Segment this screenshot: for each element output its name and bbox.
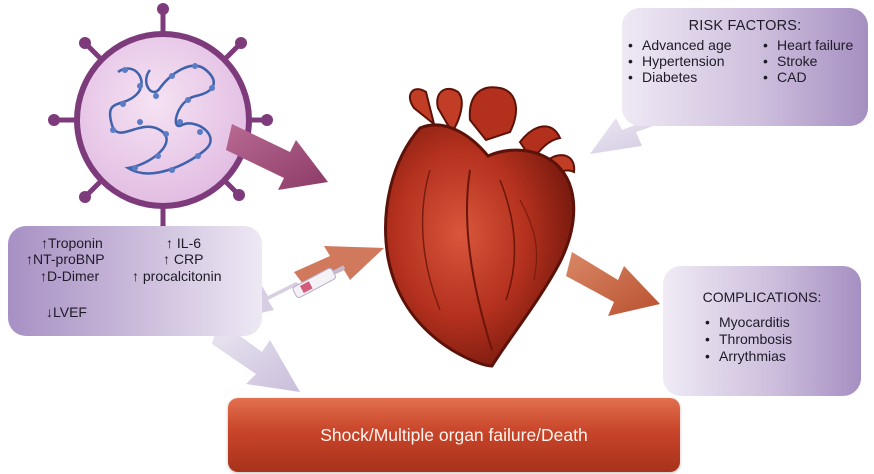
complication-item: Arrythmias xyxy=(705,348,792,365)
complications-box: COMPLICATIONS: Myocarditis Thrombosis Ar… xyxy=(663,266,861,396)
biomarker-crp: ↑ CRP xyxy=(163,251,203,267)
complication-item: Myocarditis xyxy=(705,314,792,331)
biomarker-ntprobnp: ↑NT-proBNP xyxy=(26,251,105,267)
complications-title: COMPLICATIONS: xyxy=(663,289,861,305)
heart-illustration xyxy=(386,87,575,366)
risk-factor-item: CAD xyxy=(763,69,853,85)
risk-factor-item: Advanced age xyxy=(628,37,732,53)
outcome-box: Shock/Multiple organ failure/Death xyxy=(228,398,680,472)
biomarkers-box: ↑Troponin ↑ IL-6 ↑NT-proBNP ↑ CRP ↑D-Dim… xyxy=(8,226,262,336)
risk-factors-list-left: Advanced age Hypertension Diabetes xyxy=(628,37,732,85)
complications-list: Myocarditis Thrombosis Arrythmias xyxy=(705,314,792,365)
risk-factors-list-right: Heart failure Stroke CAD xyxy=(763,37,853,85)
biomarker-troponin: ↑Troponin xyxy=(41,235,103,251)
risk-factor-item: Diabetes xyxy=(628,69,732,85)
risk-factor-item: Stroke xyxy=(763,53,853,69)
outcome-label: Shock/Multiple organ failure/Death xyxy=(228,425,680,446)
virus-to-heart-arrow xyxy=(226,124,328,190)
risk-factor-item: Heart failure xyxy=(763,37,853,53)
risk-factors-title: RISK FACTORS: xyxy=(622,18,868,34)
risk-factors-box: RISK FACTORS: Advanced age Hypertension … xyxy=(622,8,868,126)
heart-to-complications-arrow xyxy=(566,252,660,316)
biomarker-procalcitonin: ↑ procalcitonin xyxy=(132,268,222,284)
biomarker-ddimer: ↑D-Dimer xyxy=(40,268,99,284)
biomarker-lvef: ↓LVEF xyxy=(46,304,87,320)
biomarker-il6: ↑ IL-6 xyxy=(166,235,201,251)
complication-item: Thrombosis xyxy=(705,331,792,348)
risk-factor-item: Hypertension xyxy=(628,53,732,69)
virus-icon xyxy=(48,3,273,237)
